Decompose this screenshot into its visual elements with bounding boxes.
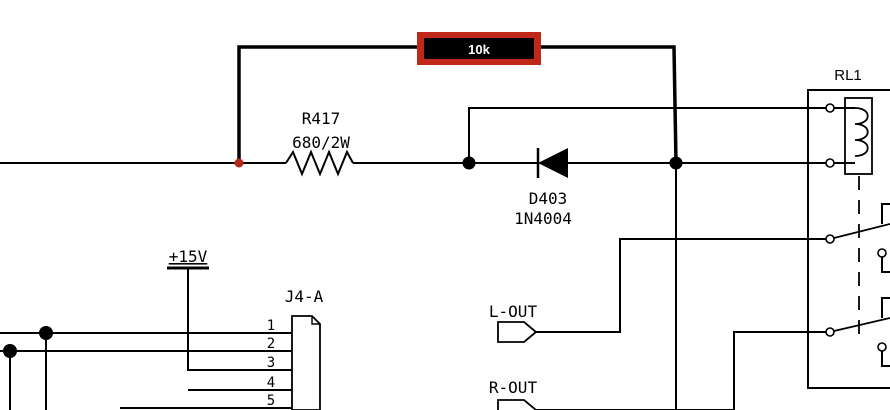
relay-coil-winding bbox=[854, 107, 869, 157]
r-out-label: R-OUT bbox=[489, 378, 538, 397]
supply-wire bbox=[187, 268, 292, 371]
d403-part-label: 1N4004 bbox=[514, 209, 572, 228]
connector-pin-label: 5 bbox=[267, 393, 275, 409]
r-out-port-flag bbox=[497, 399, 538, 410]
junction-dot bbox=[3, 344, 17, 358]
connector-pin-label: 4 bbox=[267, 375, 275, 391]
d403-diode-symbol bbox=[536, 148, 568, 178]
relay-terminal bbox=[877, 342, 887, 352]
relay-ref-label: RL1 bbox=[834, 67, 862, 84]
l-out-wire bbox=[536, 238, 826, 333]
relay-coil-top-wire bbox=[468, 107, 828, 163]
relay-contact-lead bbox=[881, 351, 890, 367]
relay-coil-box bbox=[844, 97, 873, 175]
relay-terminal bbox=[877, 248, 887, 258]
r417-value-label: 680/2W bbox=[292, 133, 350, 152]
l-out-label: L-OUT bbox=[489, 302, 538, 321]
connector-pin-label: 2 bbox=[267, 336, 275, 352]
relay-terminal bbox=[825, 158, 835, 168]
d403-ref-label: D403 bbox=[529, 189, 568, 208]
relay-contact-lead bbox=[881, 203, 890, 224]
supply-label: +15V bbox=[169, 247, 208, 266]
relay-switch-arm bbox=[833, 317, 890, 332]
bypass-resistor: 10k bbox=[417, 32, 541, 65]
junction-dot bbox=[462, 156, 476, 170]
connector-body bbox=[291, 315, 321, 410]
connector-ref-label: J4-A bbox=[285, 287, 324, 306]
relay-terminal bbox=[825, 327, 835, 337]
bypass-resistor-body bbox=[424, 38, 534, 59]
connector-key bbox=[311, 316, 320, 325]
relay-contact-lead bbox=[881, 257, 890, 273]
relay-terminal bbox=[825, 103, 835, 113]
relay-switch-arm bbox=[833, 223, 890, 239]
bypass-wire bbox=[237, 45, 678, 164]
solder-point-dot bbox=[234, 158, 244, 168]
connector-pin-label: 3 bbox=[267, 355, 275, 371]
r417-ref-label: R417 bbox=[302, 109, 341, 128]
bypass-resistor-value: 10k bbox=[468, 42, 490, 57]
connector-pin-label: 1 bbox=[267, 318, 275, 334]
relay-coil-lead bbox=[834, 107, 855, 164]
r417-resistor-symbol bbox=[285, 149, 354, 177]
junction-dot bbox=[39, 326, 53, 340]
l-out-port-flag bbox=[497, 321, 538, 343]
relay-terminal bbox=[825, 234, 835, 244]
relay-contact-lead bbox=[881, 297, 890, 318]
r-out-wire bbox=[536, 331, 826, 410]
